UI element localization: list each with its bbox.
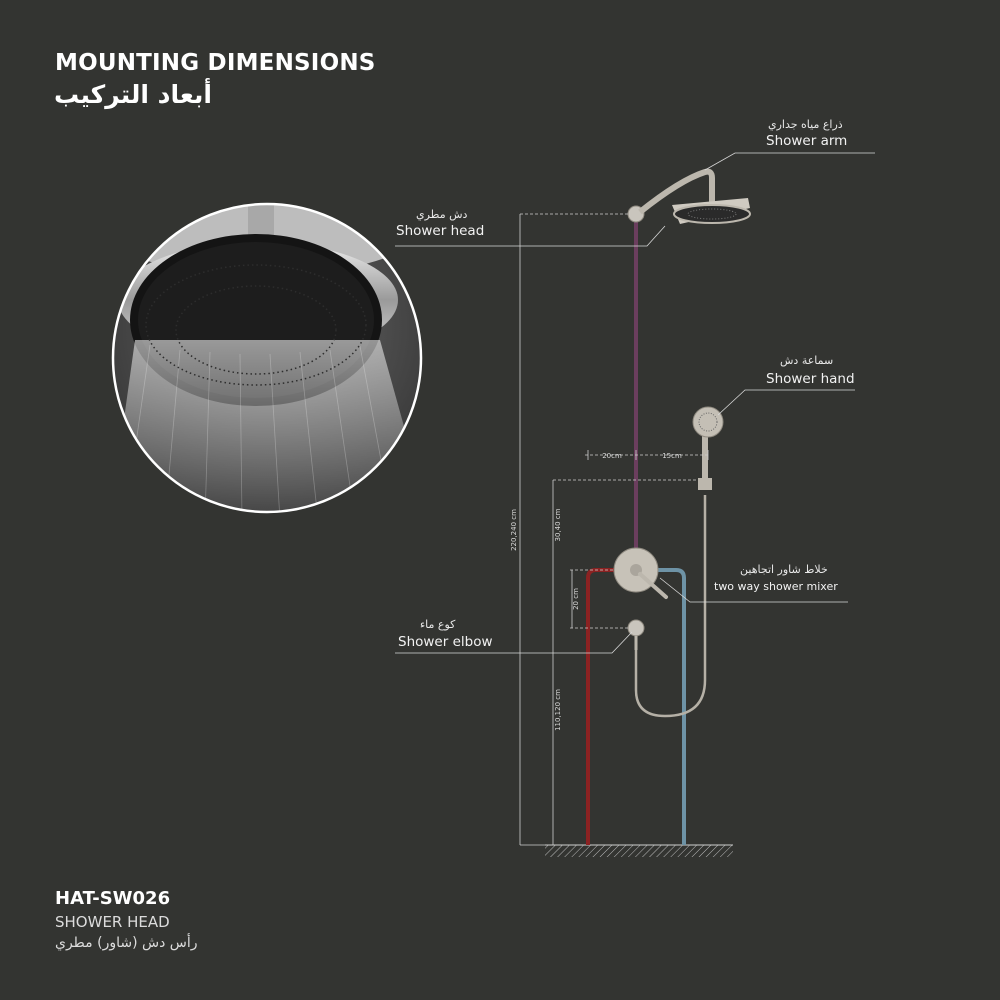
mixer-label-ar: خلاط شاور اتجاهين [740,563,828,576]
dim-mixer-to-elbow: 20 cm [572,588,580,610]
product-name: SHOWER HEAD [55,913,170,931]
mixer-valve [613,547,668,599]
dim-elbow-to-floor: 110,120 cm [554,689,562,731]
page-title-arabic: أبعاد التركيب [54,80,212,109]
shower-arm [627,168,715,223]
hot-water-pipe [586,568,624,845]
shower-arm-label-ar: ذراع مياه جداري [768,118,843,131]
dim-pipe-to-mixer: 20cm [602,452,622,460]
product-code: HAT-SW026 [55,888,171,909]
dim-head-to-mixer: 30,40 cm [554,508,562,541]
dimension-lines [519,214,709,846]
shower-head-photo [111,202,423,514]
rain-head [672,198,751,224]
dim-mixer-to-hand: 15cm [662,452,682,460]
elbow-label-ar: كوع ماء [420,618,456,631]
dimension-guides [520,213,710,629]
page-title: MOUNTING DIMENSIONS [55,50,376,76]
shower-hose [634,495,707,718]
leader-lines [395,152,875,654]
hand-shower [692,406,724,490]
shower-elbow [627,619,645,650]
dim-total-height: 220,240 cm [510,509,518,551]
shower-hand-label-ar: سماعة دش [780,354,834,367]
shower-arm-label: Shower arm [766,133,848,149]
shower-head-label: Shower head [396,223,485,239]
shower-hand-label: Shower hand [766,371,855,387]
mixer-label: two way shower mixer [714,580,838,593]
shower-head-label-ar: دش مطري [416,208,468,221]
elbow-label: Shower elbow [398,634,493,650]
cold-water-pipe [652,568,686,845]
product-name-arabic: رأس دش (شاور) مطري [55,935,198,951]
floor-hatch [545,844,733,857]
